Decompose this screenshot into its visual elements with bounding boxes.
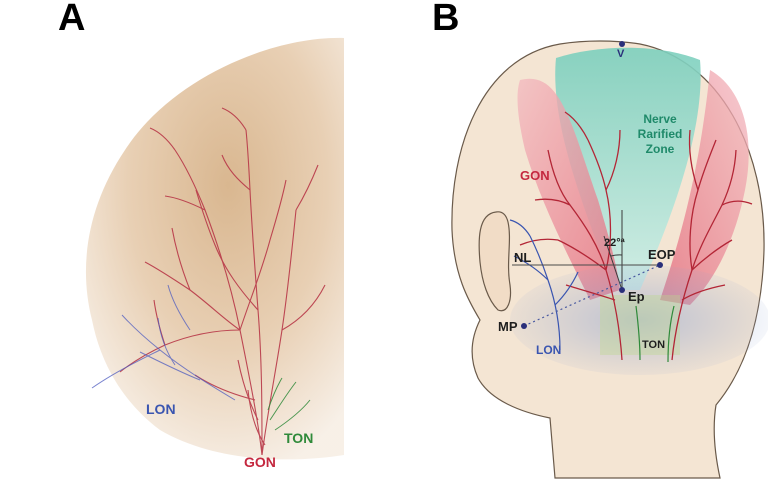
ton-nerve-tree-a — [267, 377, 311, 431]
v-point — [619, 41, 625, 47]
mp-point — [521, 323, 527, 329]
ton-label-b: TON — [642, 339, 665, 351]
ep-point — [619, 287, 625, 293]
eop-point — [657, 262, 663, 268]
nerve-rarified-zone — [555, 47, 701, 291]
panel-a-letter: A — [58, 0, 85, 39]
nl-label: NL — [514, 250, 531, 265]
zone-label-line2: Rarified — [638, 127, 683, 141]
eop-label: EOP — [648, 247, 676, 262]
gon-nerve-right-b — [671, 129, 753, 361]
ton-nerve-b — [635, 305, 675, 363]
panel-b: B — [432, 0, 768, 479]
lon-label-b: LON — [536, 343, 561, 357]
lon-label-a: LON — [146, 401, 176, 417]
panel-b-letter: B — [432, 0, 459, 39]
ear — [478, 211, 512, 312]
lon-nerve-tree-a — [91, 284, 236, 401]
angle-label: 22°ª — [604, 237, 626, 249]
gon-label-a: GON — [244, 454, 276, 470]
neck-shading — [510, 265, 768, 375]
gon-label-b: GON — [520, 168, 550, 183]
v-label: V — [617, 48, 625, 60]
gon-distribution-zone-right — [660, 70, 749, 305]
panel-a: A — [58, 0, 344, 470]
zone-label-line1: Nerve — [643, 112, 677, 126]
mp-label: MP — [498, 319, 518, 334]
skull-silhouette-a — [85, 37, 344, 460]
ton-label-a: TON — [284, 430, 313, 446]
lon-nerve-b — [509, 219, 579, 351]
ep-label: Ep — [628, 289, 645, 304]
gon-distribution-zone-left — [517, 78, 620, 300]
zone-label-line3: Zone — [646, 142, 675, 156]
angle-ray — [603, 235, 623, 291]
angle-arc — [610, 254, 623, 257]
